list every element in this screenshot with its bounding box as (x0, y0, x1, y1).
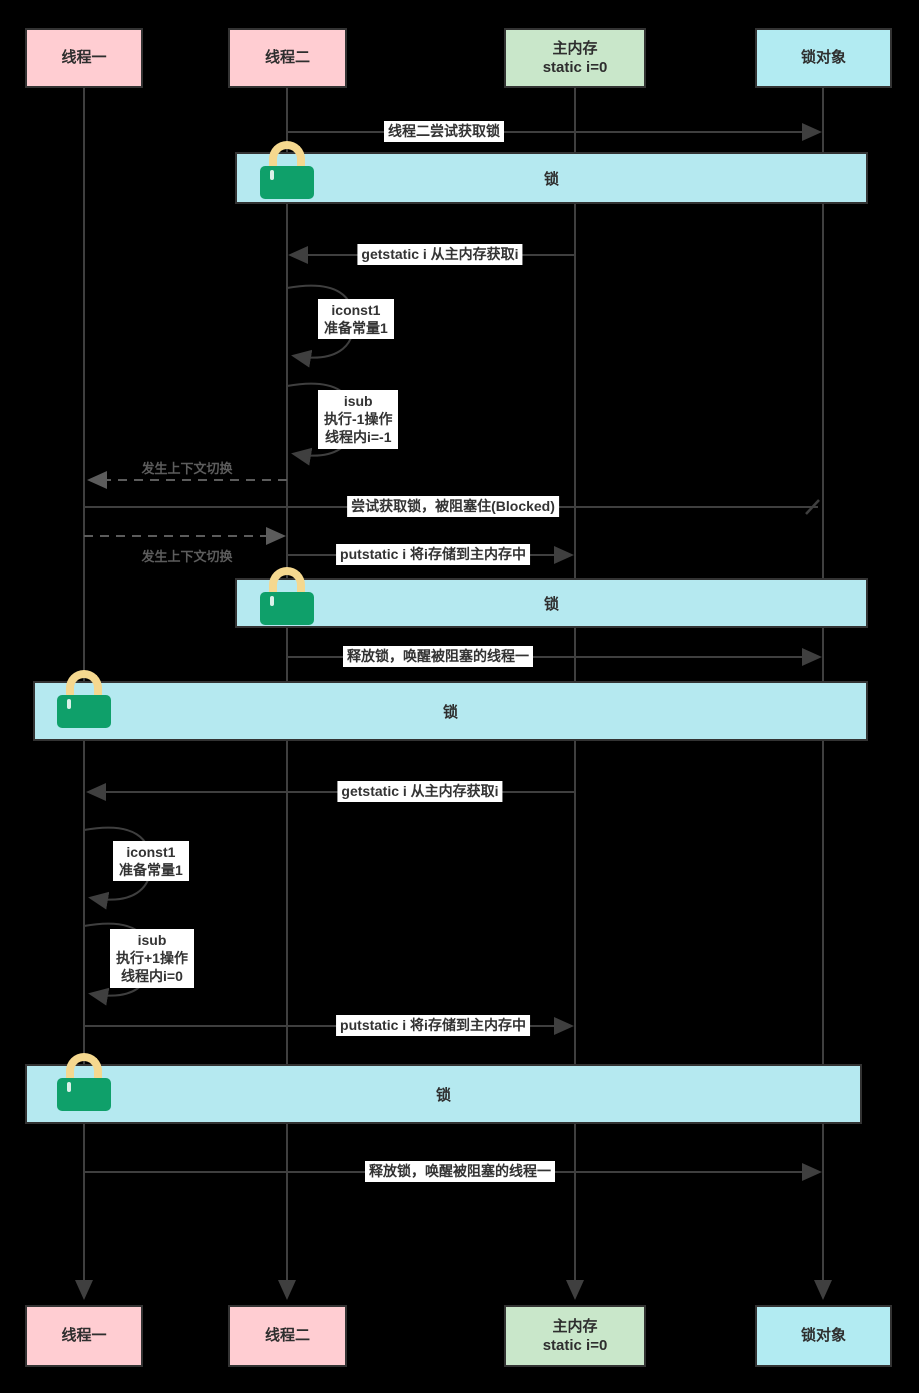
participant-label: 锁对象 (800, 1327, 846, 1345)
label-line: 准备常量1 (119, 862, 183, 879)
participant-lock-object-top: 锁对象 (755, 28, 892, 88)
lock-bar-label: 锁 (543, 170, 559, 188)
padlock-icon (260, 567, 314, 625)
message-label-blocked: 尝试获取锁，被阻塞住(Blocked) (347, 496, 559, 517)
participant-label: 主内存 (552, 39, 598, 57)
padlock-shackle (66, 670, 102, 700)
padlock-highlight (67, 1082, 71, 1092)
participant-label: 线程一 (61, 49, 107, 67)
padlock-body (260, 166, 314, 199)
message-label-try-lock: 线程二尝试获取锁 (384, 121, 504, 142)
lock-bar-label: 锁 (543, 595, 559, 613)
padlock-highlight (67, 699, 71, 709)
label-line: iconst1 (331, 302, 381, 318)
padlock-icon (57, 1053, 111, 1111)
message-label-putstatic-thread2: putstatic i 将i存储到主内存中 (336, 544, 530, 565)
label-line: 线程内i=-1 (324, 429, 392, 446)
context-switch-label-1: 发生上下文切换 (141, 461, 233, 476)
label-line: iconst1 (126, 844, 176, 860)
participant-main-memory-bottom: 主内存 static i=0 (504, 1305, 646, 1367)
padlock-icon (260, 141, 314, 199)
lock-bar-4: 锁 (25, 1064, 862, 1124)
padlock-body (57, 695, 111, 728)
message-label-getstatic-thread1: getstatic i 从主内存获取i (337, 781, 503, 802)
participant-main-memory-top: 主内存 static i=0 (504, 28, 646, 88)
padlock-highlight (270, 596, 274, 606)
message-label-iconst1-thread1: iconst1 准备常量1 (113, 841, 189, 882)
label-line: isub (343, 393, 373, 409)
padlock-shackle (269, 141, 305, 171)
message-label-putstatic-thread1: putstatic i 将i存储到主内存中 (336, 1015, 530, 1036)
context-switch-label-2: 发生上下文切换 (141, 549, 233, 564)
participant-label: 线程二 (264, 1327, 310, 1345)
padlock-body (57, 1078, 111, 1111)
participant-thread2-bottom: 线程二 (228, 1305, 347, 1367)
blocked-slash-mark (805, 499, 820, 515)
padlock-shackle (269, 567, 305, 597)
participant-label: 线程一 (61, 1327, 107, 1345)
padlock-shackle (66, 1053, 102, 1083)
label-line: 执行-1操作 (324, 411, 393, 428)
message-label-iconst1-thread2: iconst1 准备常量1 (318, 299, 394, 340)
label-line: 准备常量1 (324, 320, 388, 337)
message-label-getstatic-thread2: getstatic i 从主内存获取i (357, 244, 523, 265)
lock-bar-3: 锁 (33, 681, 868, 741)
participant-sublabel: static i=0 (542, 59, 608, 76)
participant-label: 线程二 (264, 49, 310, 67)
padlock-icon (57, 670, 111, 728)
label-line: 线程内i=0 (121, 968, 183, 985)
participant-thread1-top: 线程一 (25, 28, 143, 88)
padlock-body (260, 592, 314, 625)
message-label-isub-thread1: isub 执行+1操作 线程内i=0 (110, 929, 194, 988)
padlock-highlight (270, 170, 274, 180)
participant-sublabel: static i=0 (542, 1337, 608, 1354)
lock-bar-label: 锁 (435, 1086, 451, 1104)
message-label-release-thread2: 释放锁，唤醒被阻塞的线程一 (343, 646, 533, 667)
participant-thread1-bottom: 线程一 (25, 1305, 143, 1367)
participant-thread2-top: 线程二 (228, 28, 347, 88)
message-label-isub-thread2: isub 执行-1操作 线程内i=-1 (318, 390, 399, 449)
label-line: 执行+1操作 (116, 950, 188, 967)
label-line: isub (137, 932, 167, 948)
lock-bar-label: 锁 (442, 703, 458, 721)
participant-lock-object-bottom: 锁对象 (755, 1305, 892, 1367)
lock-bar-2: 锁 (235, 578, 868, 628)
message-label-release-thread1: 释放锁，唤醒被阻塞的线程一 (365, 1161, 555, 1182)
participant-label: 锁对象 (800, 49, 846, 67)
participant-label: 主内存 (552, 1317, 598, 1335)
lock-bar-1: 锁 (235, 152, 868, 204)
